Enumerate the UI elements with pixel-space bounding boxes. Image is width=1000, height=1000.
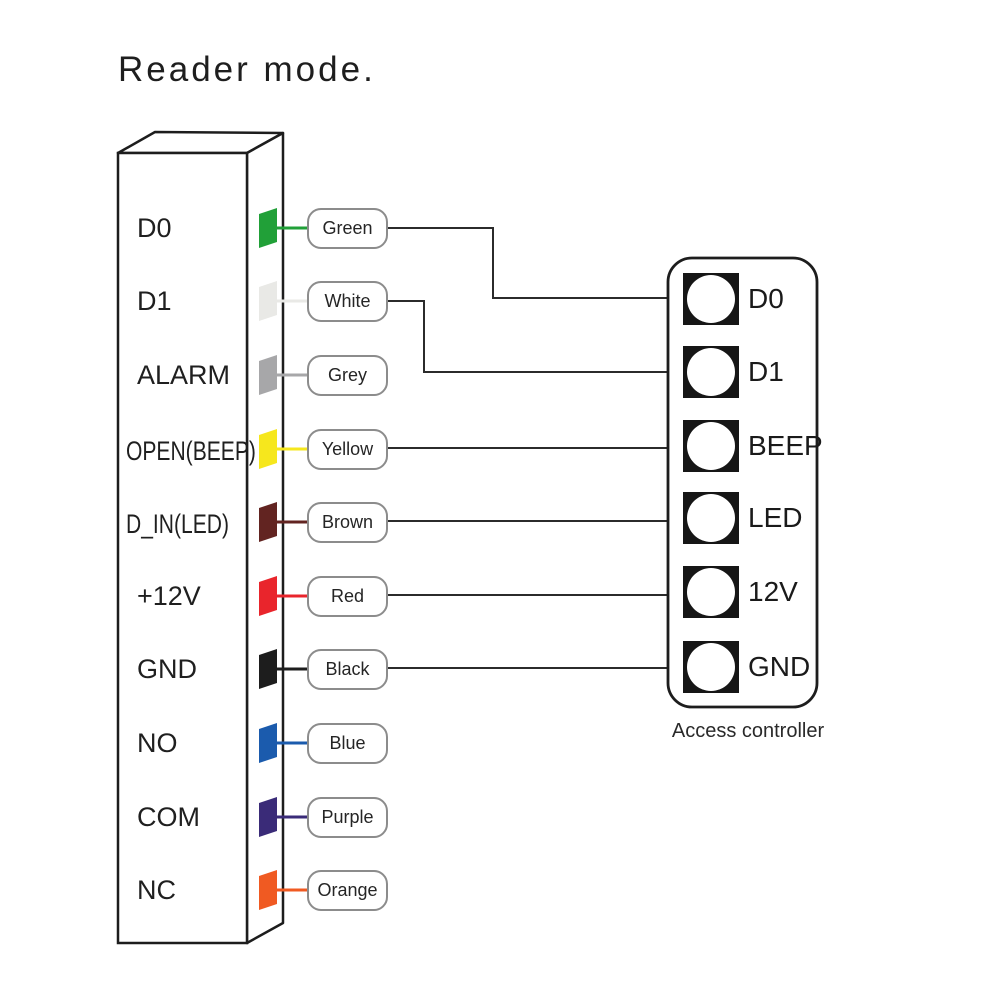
pin-label-nc: NC [137,875,176,905]
connector-green [259,208,277,248]
pin-label-gnd: GND [137,654,197,684]
connector-red [259,576,277,616]
controller-terminals [683,273,739,693]
connector-orange [259,870,277,910]
connector-purple [259,797,277,837]
pin-connectors [259,208,277,910]
wire-tag-yellow: Yellow [307,429,388,470]
pin-label-com: COM [137,802,200,832]
controller-outline [666,256,819,709]
terminal-hole-gnd [687,643,735,691]
reader-device-box [116,130,285,945]
pin-label-d1: D1 [137,286,172,316]
pin-label-no: NO [137,728,178,758]
terminal-hole-beep [687,422,735,470]
wire-tag-green: Green [307,208,388,249]
terminal-label-12v: 12V [748,576,798,607]
terminal-hole-d0 [687,275,735,323]
wire-white-to-d1 [388,300,667,373]
pin-label-12v: +12V [137,581,201,611]
terminal-label-led: LED [748,502,803,533]
wire-routes [388,227,667,669]
terminal-hole-d1 [687,348,735,396]
connector-white [259,281,277,321]
wire-tag-purple: Purple [307,797,388,838]
wire-tag-black: Black [307,649,388,690]
pigtail-wires [277,226,307,892]
terminal-label-gnd: GND [748,651,811,682]
connector-black [259,649,277,689]
terminal-hole-led [687,494,735,542]
page-title: Reader mode. [118,50,376,89]
connector-brown [259,502,277,542]
terminal-hole-12v [687,568,735,616]
pin-label-d0: D0 [137,213,172,243]
access-controller-box [666,256,819,709]
wire-tag-blue: Blue [307,723,388,764]
device-front-face [116,151,249,945]
pin-label-d-in-led: D_IN(LED) [126,509,229,539]
wire-tag-brown: Brown [307,502,388,543]
wire-tag-red: Red [307,576,388,617]
terminal-label-beep: BEEP [748,430,823,461]
wire-green-to-d0 [388,227,667,299]
connector-blue [259,723,277,763]
terminal-label-d0: D0 [748,283,784,314]
controller-caption: Access controller [671,720,825,742]
connector-grey [259,355,277,395]
connector-yellow [259,429,277,469]
wire-tag-white: White [307,281,388,322]
terminal-label-d1: D1 [748,356,784,387]
pin-label-alarm: ALARM [137,360,231,390]
pin-label-open-beep: OPEN(BEEP) [126,436,256,466]
wire-tag-grey: Grey [307,355,388,396]
wire-tag-orange: Orange [307,870,388,911]
